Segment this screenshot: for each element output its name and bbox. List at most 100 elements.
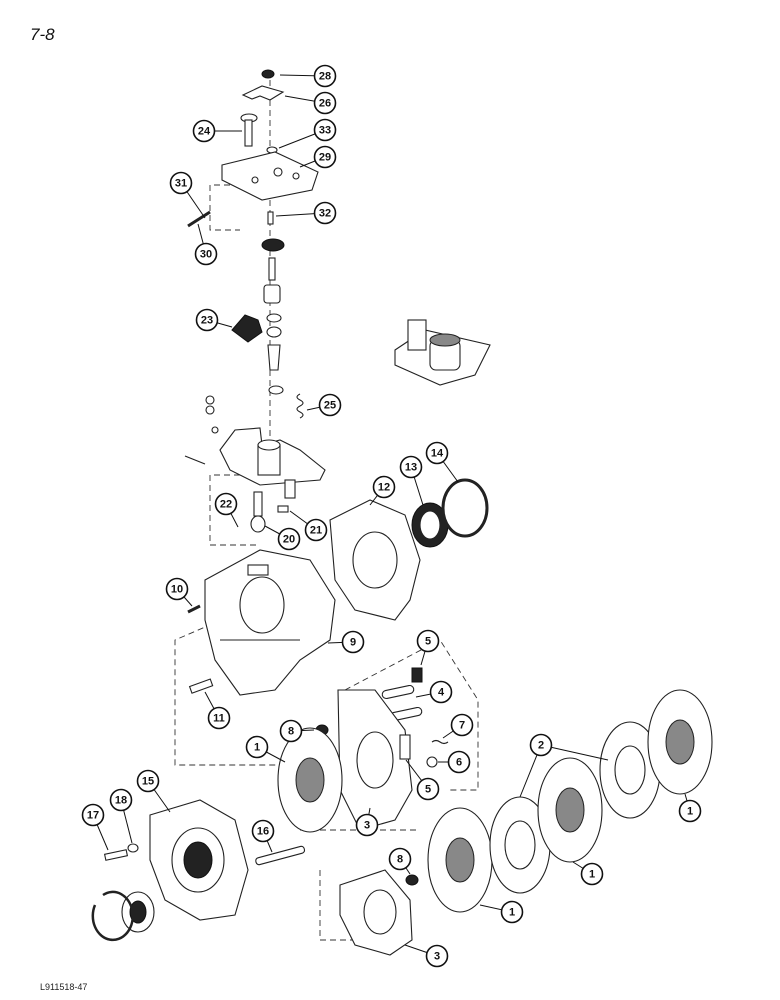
callout-label: 21 xyxy=(310,525,322,537)
callout-2: 2 xyxy=(529,733,553,757)
pin-30 xyxy=(187,210,211,228)
callout-label: 10 xyxy=(171,584,183,596)
callout-circle xyxy=(450,713,474,737)
callout-1: 1 xyxy=(245,735,269,759)
callout-circle xyxy=(245,735,269,759)
boot-23 xyxy=(231,314,263,343)
callout-circle xyxy=(207,706,231,730)
callout-circle xyxy=(416,629,440,653)
callout-circle xyxy=(372,475,396,499)
callout-circle xyxy=(580,862,604,886)
callout-circle xyxy=(678,799,702,823)
callout-label: 20 xyxy=(283,534,295,546)
disc-1d xyxy=(647,689,713,795)
callout-label: 8 xyxy=(397,854,403,866)
callout-circle xyxy=(279,719,303,743)
callout-9: 9 xyxy=(341,630,365,654)
callout-label: 16 xyxy=(257,826,269,838)
callout-circle xyxy=(277,527,301,551)
callout-label: 1 xyxy=(254,742,260,754)
callout-label: 23 xyxy=(201,315,213,327)
callout-circle xyxy=(192,119,216,143)
callout-label: 3 xyxy=(434,951,440,963)
callout-label: 13 xyxy=(405,462,417,474)
callout-label: 5 xyxy=(425,784,431,796)
callout-circle xyxy=(214,492,238,516)
callout-label: 25 xyxy=(324,400,336,412)
callout-circle xyxy=(313,64,337,88)
callout-28: 28 xyxy=(313,64,337,88)
lever-plate-3b xyxy=(339,869,413,956)
callout-1: 1 xyxy=(678,799,702,823)
callout-label: 22 xyxy=(220,499,232,511)
callout-25: 25 xyxy=(318,393,342,417)
callout-label: 15 xyxy=(142,776,154,788)
lever-plate-3a xyxy=(337,689,413,831)
callout-5: 5 xyxy=(416,629,440,653)
callout-circle xyxy=(194,242,218,266)
linkage-20 xyxy=(250,491,289,533)
callout-circle xyxy=(313,118,337,142)
callout-circle xyxy=(81,803,105,827)
disc-1b xyxy=(427,807,493,913)
callout-3: 3 xyxy=(355,813,379,837)
callout-32: 32 xyxy=(313,201,337,225)
callout-15: 15 xyxy=(136,769,160,793)
pin-16 xyxy=(255,845,306,866)
callout-circle xyxy=(529,733,553,757)
seal-stack xyxy=(261,238,285,395)
fitting-5a xyxy=(411,667,423,683)
callout-label: 28 xyxy=(319,71,331,83)
callout-1: 1 xyxy=(580,862,604,886)
callout-3: 3 xyxy=(425,944,449,968)
callout-label: 2 xyxy=(538,740,544,752)
stud-7 xyxy=(431,739,449,745)
valve-housing xyxy=(184,395,326,499)
callout-5: 5 xyxy=(416,777,440,801)
callout-label: 1 xyxy=(687,806,693,818)
callout-label: 24 xyxy=(198,126,211,138)
callout-circle xyxy=(429,680,453,704)
callout-16: 16 xyxy=(251,819,275,843)
callout-24: 24 xyxy=(192,119,216,143)
plate-2b xyxy=(599,721,661,819)
callout-label: 1 xyxy=(589,869,595,881)
callout-10: 10 xyxy=(165,577,189,601)
leader-c2-b xyxy=(540,744,609,761)
callout-6: 6 xyxy=(447,750,471,774)
callout-26: 26 xyxy=(313,91,337,115)
spring-25 xyxy=(296,393,304,419)
callout-18: 18 xyxy=(109,788,133,812)
callout-circle xyxy=(109,788,133,812)
washer-18 xyxy=(127,843,139,853)
bolt-11 xyxy=(188,678,214,694)
nut-8b xyxy=(405,874,419,886)
callout-label: 4 xyxy=(438,687,445,699)
ball-6 xyxy=(426,756,438,768)
callout-circle xyxy=(318,393,342,417)
callout-circle xyxy=(313,91,337,115)
callout-circle xyxy=(399,455,423,479)
callout-label: 5 xyxy=(425,636,431,648)
callout-13: 13 xyxy=(399,455,423,479)
callout-circle xyxy=(341,630,365,654)
callout-29: 29 xyxy=(313,145,337,169)
callout-14: 14 xyxy=(425,441,449,465)
callout-circle xyxy=(165,577,189,601)
screw-32 xyxy=(267,211,274,225)
callout-11: 11 xyxy=(207,706,231,730)
cover-15 xyxy=(149,799,249,921)
callout-circle xyxy=(388,847,412,871)
callout-circle xyxy=(313,201,337,225)
callout-22: 22 xyxy=(214,492,238,516)
callout-circle xyxy=(447,750,471,774)
callout-label: 11 xyxy=(213,713,225,725)
callout-8: 8 xyxy=(388,847,412,871)
callout-label: 17 xyxy=(87,810,99,822)
callout-circle xyxy=(251,819,275,843)
page-number: 7-8 xyxy=(30,25,55,44)
callout-circle xyxy=(425,944,449,968)
bolt-24 xyxy=(240,113,258,147)
callout-8: 8 xyxy=(279,719,303,743)
callout-23: 23 xyxy=(195,308,219,332)
